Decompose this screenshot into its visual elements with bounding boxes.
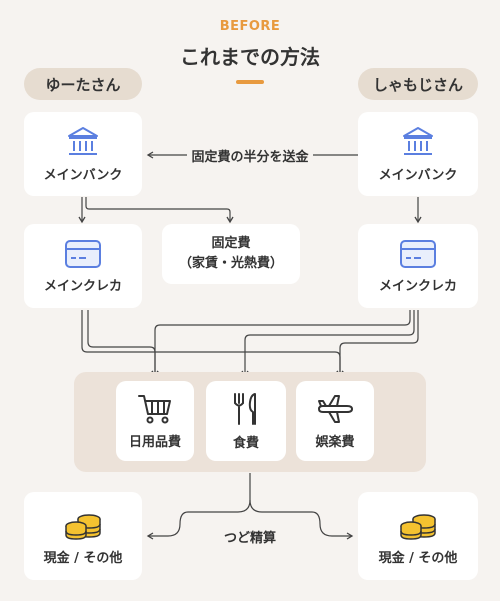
transfer-label-wrap: 固定費の半分を送金 xyxy=(0,146,500,165)
settle-label-wrap: つど精算 xyxy=(0,527,500,546)
settle-right-arrow xyxy=(249,499,354,540)
left-cash-node: 現金 / その他 xyxy=(24,492,142,580)
left-bank-label: メインバンク xyxy=(43,167,123,183)
airplane-icon xyxy=(318,394,353,423)
left-card-to-entertainment-arrow xyxy=(81,310,344,378)
person-right-pill: しゃもじさん xyxy=(358,68,478,100)
page-title: これまでの方法 xyxy=(180,45,320,69)
left-card-node: メインクレカ xyxy=(24,224,142,308)
category-daily-goods-label: 日用品費 xyxy=(128,434,181,450)
left-card-to-daily-arrow xyxy=(87,310,159,378)
right-card-node: メインクレカ xyxy=(358,224,478,308)
left-card-label: メインクレカ xyxy=(43,278,122,294)
settle-label: つど精算 xyxy=(219,531,280,546)
left-cash-label: 現金 / その他 xyxy=(43,550,123,566)
right-card-to-food-arrow xyxy=(241,310,415,378)
fixed-costs-detail: （家賃・光熱費） xyxy=(178,256,283,271)
coins-icon xyxy=(65,513,101,540)
settle-left-arrow xyxy=(146,499,251,540)
transfer-label: 固定費の半分を送金 xyxy=(187,150,313,165)
right-cash-label: 現金 / その他 xyxy=(378,550,458,566)
right-bank-label: メインバンク xyxy=(378,167,458,183)
right-card-label: メインクレカ xyxy=(378,278,457,294)
fixed-costs-node: 固定費 （家賃・光熱費） xyxy=(162,224,300,284)
credit-card-icon xyxy=(400,239,436,268)
right-card-to-entertainment-arrow xyxy=(336,310,419,378)
fork-knife-icon xyxy=(234,392,256,425)
category-entertainment: 娯楽費 xyxy=(296,381,374,461)
person-left-pill: ゆーたさん xyxy=(24,68,142,100)
coins-icon xyxy=(400,513,436,540)
right-card-to-daily-arrow xyxy=(151,310,411,378)
bank-icon xyxy=(403,126,433,155)
category-entertainment-label: 娯楽費 xyxy=(315,434,355,450)
title-underline xyxy=(236,80,264,84)
category-food-label: 食費 xyxy=(232,435,259,451)
category-food: 食費 xyxy=(206,381,286,461)
bank-icon xyxy=(68,126,98,155)
shopping-cart-icon xyxy=(138,394,171,423)
category-daily-goods: 日用品費 xyxy=(116,381,194,461)
fixed-costs-title: 固定費 xyxy=(211,236,251,251)
right-cash-node: 現金 / その他 xyxy=(358,492,478,580)
left-bank-node: メインバンク xyxy=(24,112,142,196)
bank-to-fixed-arrow xyxy=(85,197,234,224)
before-badge: BEFORE xyxy=(219,19,281,34)
right-bank-node: メインバンク xyxy=(358,112,478,196)
credit-card-icon xyxy=(65,239,101,268)
